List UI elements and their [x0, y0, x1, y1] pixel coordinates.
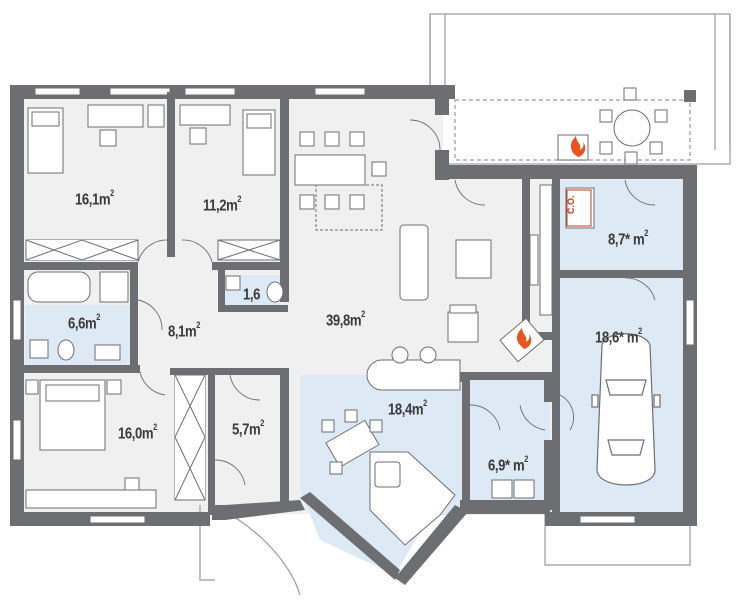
fireplace-icon [499, 136, 586, 363]
car-icon [591, 333, 661, 486]
terrace-post [684, 90, 696, 102]
interior-walls [18, 92, 690, 515]
doors [137, 119, 656, 486]
windows [12, 87, 695, 524]
wardrobes [25, 184, 553, 501]
boiler-box [566, 189, 592, 227]
